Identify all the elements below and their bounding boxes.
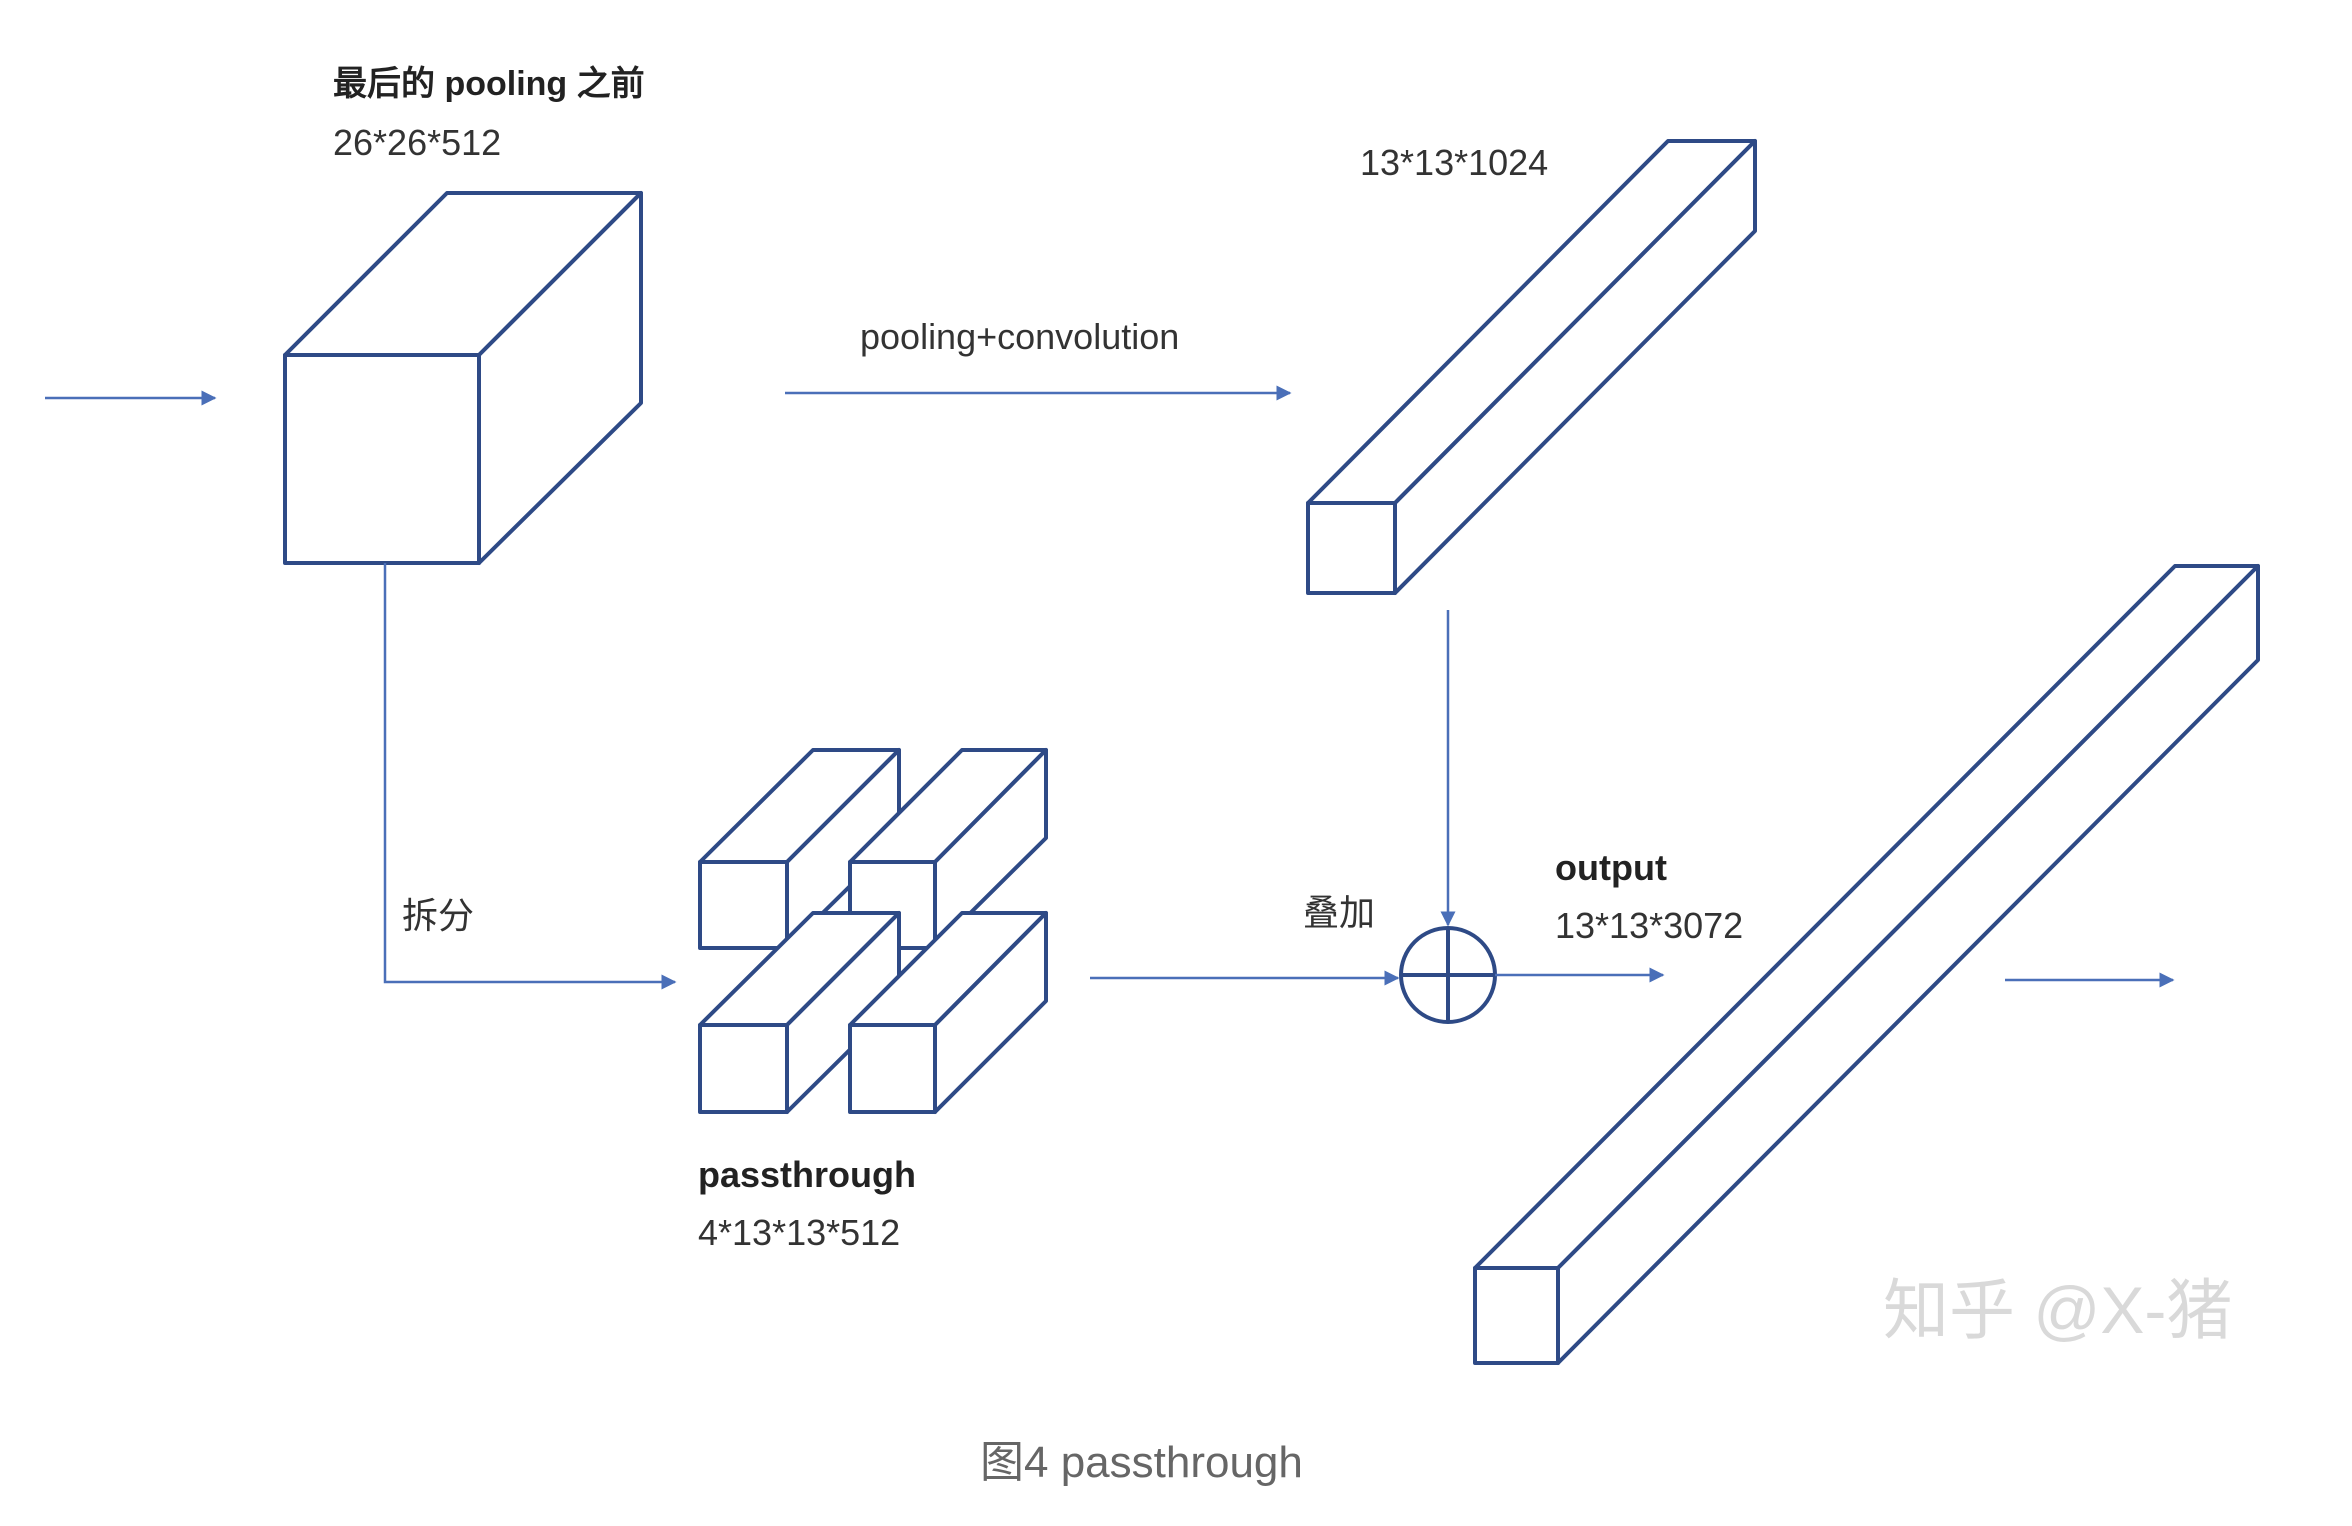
passthrough-block-bottom-right bbox=[848, 911, 1048, 1114]
passthrough-title: passthrough bbox=[698, 1154, 916, 1195]
passthrough-block-top-right bbox=[848, 748, 1048, 950]
passthrough-block-bottom-left bbox=[698, 911, 901, 1114]
input-title: 最后的 pooling 之前 bbox=[333, 65, 645, 103]
input-dims: 26*26*512 bbox=[333, 122, 501, 163]
passthrough-dims: 4*13*13*512 bbox=[698, 1212, 900, 1253]
stack-label: 叠加 bbox=[1303, 892, 1375, 933]
figure-caption: 图4 passthrough bbox=[980, 1438, 1303, 1487]
top-feature-bar bbox=[1306, 139, 1757, 595]
pooling-convolution-label: pooling+convolution bbox=[860, 316, 1179, 357]
output-feature-bar bbox=[1473, 564, 2260, 1365]
split-arrow bbox=[383, 563, 677, 990]
output-dims: 13*13*3072 bbox=[1555, 905, 1743, 946]
passthrough-block-top-left bbox=[698, 748, 901, 950]
output-title: output bbox=[1555, 847, 1667, 888]
top-dims: 13*13*1024 bbox=[1360, 142, 1548, 183]
concat-symbol bbox=[1399, 926, 1497, 1024]
split-label: 拆分 bbox=[402, 895, 474, 936]
watermark: 知乎 @X-猪 bbox=[1883, 1273, 2232, 1347]
input-feature-cube bbox=[283, 191, 643, 565]
